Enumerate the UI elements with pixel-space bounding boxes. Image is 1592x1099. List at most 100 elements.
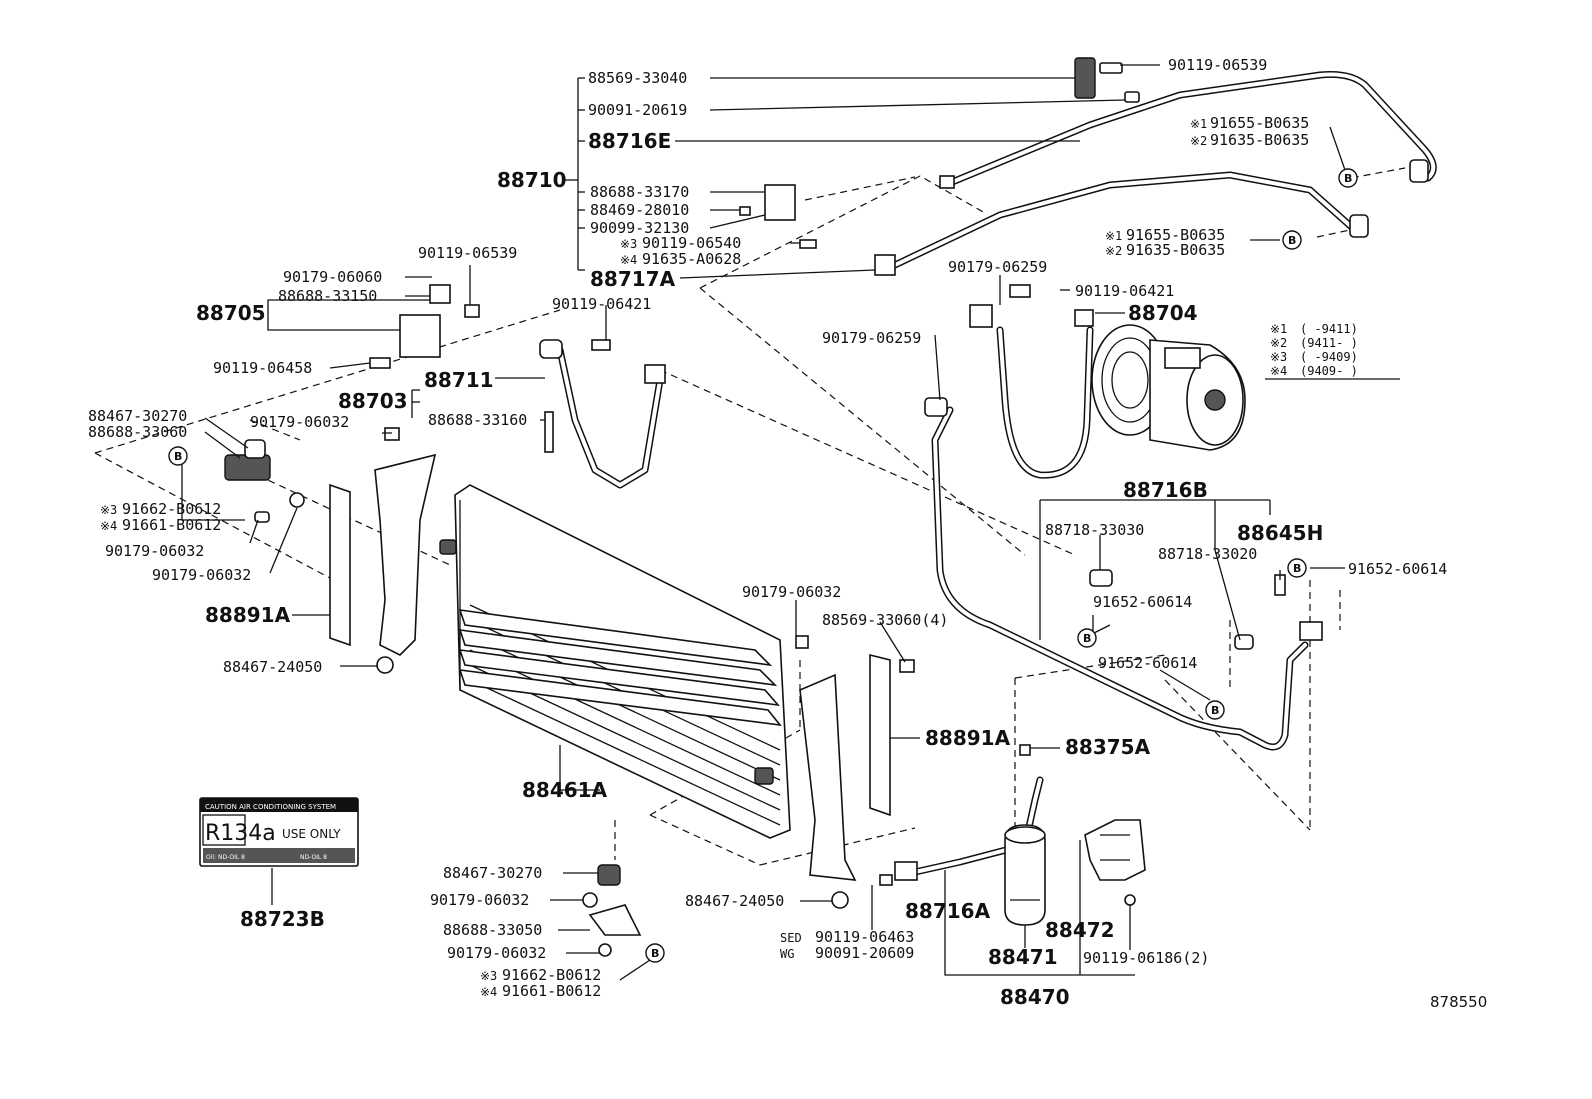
b-marker-label: B <box>1211 704 1219 717</box>
callout-88723b: 88723B <box>240 907 325 931</box>
b-marker <box>1287 558 1307 578</box>
callout-88375a: 88375A <box>1065 735 1151 759</box>
callout-91652-60614-b: 91652-60614 <box>1098 654 1197 672</box>
b-markers: B B B B B B B <box>168 168 1358 963</box>
legend-text-1: ( -9411) <box>1300 322 1358 336</box>
caution-footer-left: Oil: ND-OIL 8 <box>206 854 245 861</box>
callout-90179-06259-mid: 90179-06259 <box>822 329 921 347</box>
callout-90179-06060: 90179-06060 <box>283 268 382 286</box>
hardware <box>254 57 1429 886</box>
callout-88705: 88705 <box>196 301 266 325</box>
b-marker-label: B <box>1083 632 1091 645</box>
callout-88716b: 88716B <box>1123 478 1208 502</box>
b-marker <box>1338 168 1358 188</box>
marker-3: ※3 <box>620 237 637 251</box>
marker-3: ※3 <box>100 503 117 517</box>
callout-90179-06259-top: 90179-06259 <box>948 258 1047 276</box>
b-marker-label: B <box>1344 172 1352 185</box>
callout-88467-30270-left: 88467-30270 <box>88 407 187 425</box>
callout-91635-b0635-a: 91635-B0635 <box>1210 131 1309 149</box>
b-marker-label: B <box>651 947 659 960</box>
callout-88688-33170: 88688-33170 <box>590 183 689 201</box>
legend-mark-2: ※2 <box>1270 336 1287 350</box>
callout-90119-06421-right: 90119-06421 <box>1075 282 1174 300</box>
caution-header: CAUTION AIR CONDITIONING SYSTEM <box>205 803 336 811</box>
callout-88891a-left: 88891A <box>205 603 291 627</box>
callout-91635-a0628: 91635-A0628 <box>642 250 741 268</box>
b-marker <box>1205 700 1225 720</box>
callout-88469-28010: 88469-28010 <box>590 201 689 219</box>
callout-88645h: 88645H <box>1237 521 1323 545</box>
callout-88688-33150: 88688-33150 <box>278 287 377 305</box>
marker-2: ※2 <box>1190 134 1207 148</box>
legend: ※1 ( -9411) ※2 (9411- ) ※3 ( -9409) ※4 (… <box>1265 322 1400 380</box>
b-marker-label: B <box>174 450 182 463</box>
legend-text-4: (9409- ) <box>1300 364 1358 378</box>
callout-88688-33060: 88688-33060 <box>88 423 187 441</box>
callout-88688-33050: 88688-33050 <box>443 921 542 939</box>
callout-91652-60614-a: 91652-60614 <box>1093 593 1192 611</box>
callout-88716a: 88716A <box>905 899 991 923</box>
callout-88569-33040: 88569-33040 <box>588 69 687 87</box>
callout-88472: 88472 <box>1045 918 1115 942</box>
compressor-88704 <box>1091 324 1246 451</box>
caution-label-88723b: CAUTION AIR CONDITIONING SYSTEM R134a US… <box>199 797 359 867</box>
legend-text-2: (9411- ) <box>1300 336 1358 350</box>
callouts: 88569-33040 90119-06539 90091-20619 8871… <box>88 56 1487 1011</box>
callout-90099-32130: 90099-32130 <box>590 219 689 237</box>
callout-91635-b0635-b: 91635-B0635 <box>1126 241 1225 259</box>
callout-90179-06032-f: 90179-06032 <box>447 944 546 962</box>
refrigerant-lines <box>556 71 1437 876</box>
receiver-88471 <box>1004 744 1046 926</box>
callout-88717a: 88717A <box>590 267 676 291</box>
callout-90179-06032-c: 90179-06032 <box>152 566 251 584</box>
use-only-text: USE ONLY <box>282 827 341 841</box>
callout-88688-33160: 88688-33160 <box>428 411 527 429</box>
legend-text-3: ( -9409) <box>1300 350 1358 364</box>
callout-91661-b0612-left: 91661-B0612 <box>122 516 221 534</box>
marker-4: ※4 <box>100 519 117 533</box>
callout-91652-60614-right: 91652-60614 <box>1348 560 1447 578</box>
dashed-guides <box>94 167 1406 866</box>
caution-footer-right: ND-OIL 8 <box>300 854 327 861</box>
callout-90119-06458: 90119-06458 <box>213 359 312 377</box>
callout-91661-b0612-bottom: 91661-B0612 <box>502 982 601 1000</box>
callout-88891a-right: 88891A <box>925 726 1011 750</box>
callout-88470: 88470 <box>1000 985 1070 1009</box>
bracket-88472 <box>1084 819 1146 906</box>
callout-91662-b0612-left: 91662-B0612 <box>122 500 221 518</box>
b-marker <box>1077 628 1097 648</box>
callout-88718-33020: 88718-33020 <box>1158 545 1257 563</box>
callout-88467-30270-bottom: 88467-30270 <box>443 864 542 882</box>
callout-88718-33030: 88718-33030 <box>1045 521 1144 539</box>
refrigerant-type: R134a <box>205 821 276 846</box>
b-marker-label: B <box>1293 562 1301 575</box>
marker-4: ※4 <box>620 253 637 267</box>
callout-91662-b0612-bottom: 91662-B0612 <box>502 966 601 984</box>
callout-88703: 88703 <box>338 389 408 413</box>
legend-mark-4: ※4 <box>1270 364 1287 378</box>
callout-88471: 88471 <box>988 945 1058 969</box>
b-marker <box>645 943 665 963</box>
callout-90179-06032-b: 90179-06032 <box>105 542 204 560</box>
diagram-id: 878550 <box>1430 993 1487 1011</box>
callout-88710: 88710 <box>497 168 567 192</box>
callout-88569-33060: 88569-33060(4) <box>822 611 948 629</box>
callout-90119-06540: 90119-06540 <box>642 234 741 252</box>
callout-88467-24050-bottom: 88467-24050 <box>685 892 784 910</box>
marker-1: ※1 <box>1190 117 1207 131</box>
callout-90179-06032-d: 90179-06032 <box>742 583 841 601</box>
legend-mark-1: ※1 <box>1270 322 1287 336</box>
callout-90119-06539-left: 90119-06539 <box>418 244 517 262</box>
callout-90119-06421-mid: 90119-06421 <box>552 295 651 313</box>
callout-88467-24050-left: 88467-24050 <box>223 658 322 676</box>
callout-88704: 88704 <box>1128 301 1198 325</box>
callout-90179-06032-a: 90179-06032 <box>250 413 349 431</box>
b-marker <box>168 446 188 466</box>
callout-91655-b0635-a: 91655-B0635 <box>1210 114 1309 132</box>
callout-90091-20619: 90091-20619 <box>588 101 687 119</box>
callout-90179-06032-e: 90179-06032 <box>430 891 529 909</box>
callout-90119-06539-top: 90119-06539 <box>1168 56 1267 74</box>
callout-90091-20609: 90091-20609 <box>815 944 914 962</box>
